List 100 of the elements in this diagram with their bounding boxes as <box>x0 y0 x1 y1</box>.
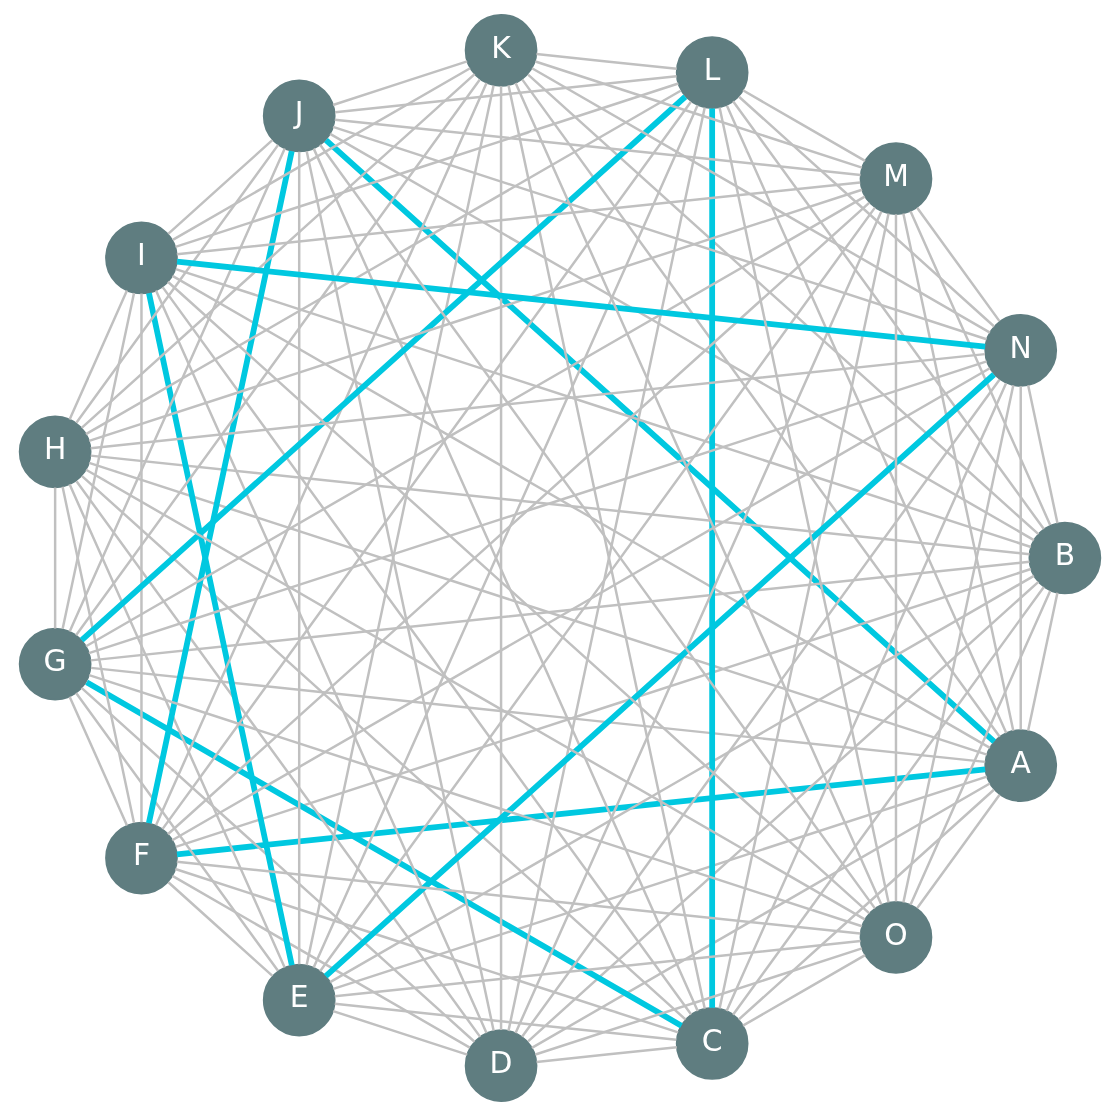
connector <box>175 267 1032 549</box>
connector <box>332 60 468 107</box>
connector <box>329 132 1035 542</box>
connector <box>61 486 136 823</box>
connector <box>535 947 863 1056</box>
connector <box>909 590 1052 906</box>
node-circle: G <box>18 627 92 701</box>
connector <box>161 100 692 830</box>
node-circle: A <box>984 729 1058 802</box>
connector <box>68 147 286 632</box>
connector <box>738 95 995 328</box>
node-circle: B <box>1028 521 1102 595</box>
connector <box>88 188 863 442</box>
connector <box>167 201 871 836</box>
connector <box>154 82 488 826</box>
connector <box>297 151 301 965</box>
connector <box>521 378 1001 1038</box>
connector <box>334 118 861 177</box>
connector <box>332 125 987 341</box>
connector <box>80 687 476 1043</box>
connector <box>521 78 1001 738</box>
connector <box>88 674 863 928</box>
node-circle: I <box>105 221 178 295</box>
connector <box>174 867 679 1034</box>
connector <box>319 206 876 972</box>
node-circle: M <box>859 142 933 215</box>
connector <box>176 181 861 256</box>
connector <box>718 107 890 903</box>
connector <box>176 860 861 935</box>
connector <box>514 82 883 905</box>
connector <box>1026 592 1059 732</box>
connector <box>75 692 279 972</box>
connector <box>146 292 295 966</box>
connector <box>536 52 677 71</box>
connector <box>140 293 143 823</box>
connector <box>81 475 687 1021</box>
connector <box>167 139 274 235</box>
connector <box>88 461 988 756</box>
node-circle: K <box>464 14 538 87</box>
connector <box>90 560 1030 662</box>
node-circle: D <box>464 1029 538 1102</box>
connector <box>90 666 986 764</box>
connector <box>61 292 136 630</box>
connector <box>909 210 1052 526</box>
connector <box>88 360 988 655</box>
node-circle: L <box>675 36 749 109</box>
connector <box>732 100 1045 530</box>
connector <box>90 454 1030 556</box>
connector <box>334 939 861 998</box>
connector <box>68 483 286 968</box>
connector <box>514 211 883 1034</box>
connector <box>902 385 1015 903</box>
connector <box>332 1009 468 1056</box>
connector <box>916 207 1001 322</box>
node-circle: H <box>18 415 92 489</box>
connector <box>68 696 129 827</box>
connector <box>1026 385 1059 524</box>
connector <box>732 586 1045 1016</box>
connector <box>154 290 488 1034</box>
connector <box>79 94 688 643</box>
connector <box>90 352 985 450</box>
connector <box>53 487 57 629</box>
connector <box>75 480 482 1038</box>
connector <box>172 67 471 241</box>
connector <box>499 86 503 1031</box>
connector <box>536 1045 677 1064</box>
connector <box>176 766 986 858</box>
connector <box>167 881 274 977</box>
node-circle: C <box>675 1007 749 1080</box>
connector <box>531 782 991 1049</box>
connector <box>75 79 481 637</box>
connector <box>175 567 1032 849</box>
connector <box>894 214 898 902</box>
connector <box>737 788 995 1021</box>
connector <box>146 150 295 824</box>
connector <box>319 143 876 910</box>
connector <box>334 1002 677 1041</box>
node-circle: F <box>105 821 178 895</box>
connector <box>916 794 1001 909</box>
connector <box>725 105 1008 734</box>
connector <box>80 73 476 429</box>
connector <box>323 372 996 979</box>
node-circle: J <box>262 79 336 153</box>
connector <box>725 383 1008 1012</box>
connector <box>709 108 716 1008</box>
node-circle: E <box>262 963 336 1037</box>
connector <box>85 89 682 436</box>
connector <box>167 280 871 915</box>
connector <box>175 82 679 249</box>
node-circle: O <box>859 900 933 974</box>
connector <box>324 137 997 744</box>
connector <box>171 874 471 1049</box>
connector <box>742 89 866 162</box>
connector <box>171 274 991 749</box>
connector <box>718 213 890 1009</box>
connector <box>527 73 1040 536</box>
connector <box>68 290 129 420</box>
node-circle: N <box>984 314 1058 387</box>
connector <box>171 367 991 842</box>
connector <box>85 679 683 1029</box>
